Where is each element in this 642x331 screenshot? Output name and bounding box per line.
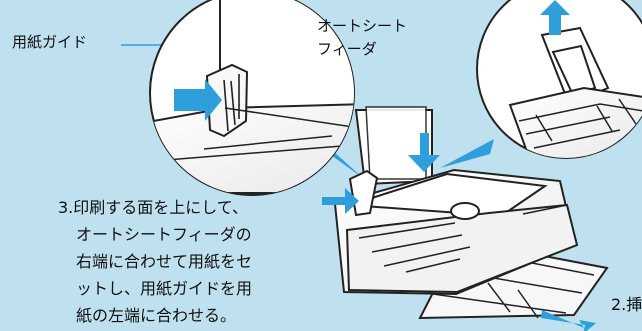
left-zoom-guide-arrow xyxy=(174,79,222,121)
printer-button xyxy=(450,202,480,220)
paper-guide-label: 用紙ガイド xyxy=(12,33,88,51)
instruction-step-3: 3.印刷する面を上にして、 オートシートフィーダの 右端に合わせて用紙をセ ット… xyxy=(58,195,308,329)
right-zoom-support-slot xyxy=(551,44,597,97)
right-zoom-circle xyxy=(476,0,642,159)
sheet-stack-back xyxy=(365,106,427,180)
right-zoom-base-details xyxy=(518,98,642,149)
auto-sheet-feeder-label-line-2: フィーダ xyxy=(317,39,377,58)
instruction-line-1: 3.印刷する面を上にして、 xyxy=(58,198,248,217)
left-zoom-printer-face xyxy=(150,102,354,194)
step-2-arrow xyxy=(541,310,596,331)
printer xyxy=(322,106,609,320)
step-2-partial-label: 2.挿 xyxy=(611,295,642,314)
left-zoom-guide xyxy=(205,63,249,138)
instruction-line-2: オートシートフィーダの xyxy=(76,224,252,244)
paper-down-arrow xyxy=(408,133,440,172)
instruction-line-5: 紙の左端に合わせる。 xyxy=(76,305,237,325)
instruction-line-3: 右端に合わせて用紙をセ xyxy=(76,251,253,271)
left-zoom-guide-ridges xyxy=(223,74,240,132)
printer-panel-lines xyxy=(358,204,568,273)
printer-left-guide xyxy=(348,169,379,217)
right-zoom-connector xyxy=(440,139,494,168)
right-zoom-paper-support xyxy=(540,26,610,106)
auto-sheet-feeder-label: オートシート フィーダ xyxy=(317,15,407,60)
left-zoom-circle xyxy=(149,0,355,196)
instruction-line-4: ットし、用紙ガイドを用 xyxy=(76,278,253,298)
auto-sheet-feeder-label-line-1: オートシート xyxy=(317,17,408,35)
printer-left-guide-arrow xyxy=(322,188,359,214)
right-zoom-up-arrow xyxy=(540,0,570,35)
